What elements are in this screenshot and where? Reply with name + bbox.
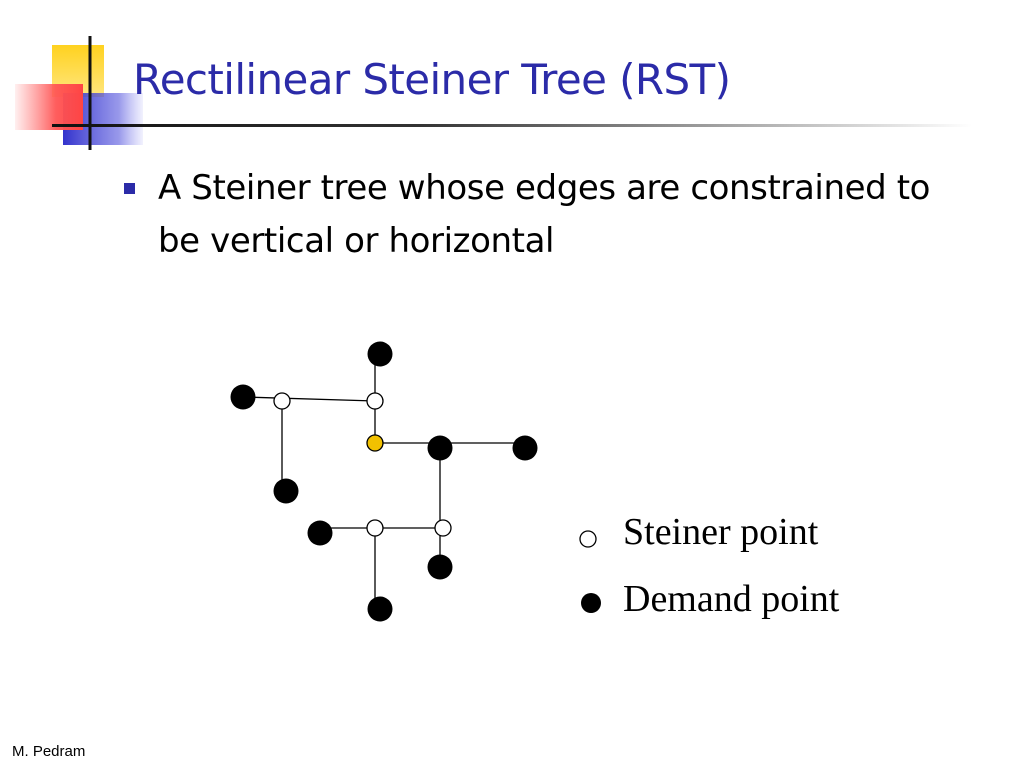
steiner-point xyxy=(366,392,384,410)
legend-steiner-label: Steiner point xyxy=(623,511,819,553)
steiner-point xyxy=(273,392,291,410)
demand-point xyxy=(307,520,333,546)
corner-logo xyxy=(15,36,143,150)
bullet-marker xyxy=(124,183,135,194)
tree-edge xyxy=(242,396,376,402)
steiner-points xyxy=(273,392,452,537)
demand-point xyxy=(230,384,256,410)
steiner-point xyxy=(366,519,384,537)
demand-point xyxy=(367,596,393,622)
legend-demand-label: Demand point xyxy=(623,578,840,620)
logo-red-square xyxy=(15,84,83,130)
demand-point xyxy=(512,435,538,461)
demand-point xyxy=(273,478,299,504)
footer-author: M. Pedram xyxy=(12,743,86,760)
steiner-point-highlighted xyxy=(366,434,384,452)
slide-title: Rectilinear Steiner Tree (RST) xyxy=(133,55,731,104)
demand-point xyxy=(427,554,453,580)
bullet-text: A Steiner tree whose edges are constrain… xyxy=(158,168,931,261)
title-underline xyxy=(52,124,972,127)
legend-steiner-symbol xyxy=(579,530,597,548)
legend-demand-symbol xyxy=(581,593,601,613)
steiner-point xyxy=(434,519,452,537)
demand-point xyxy=(427,435,453,461)
demand-point xyxy=(367,341,393,367)
demand-points xyxy=(230,341,538,622)
legend-symbols xyxy=(579,530,601,613)
